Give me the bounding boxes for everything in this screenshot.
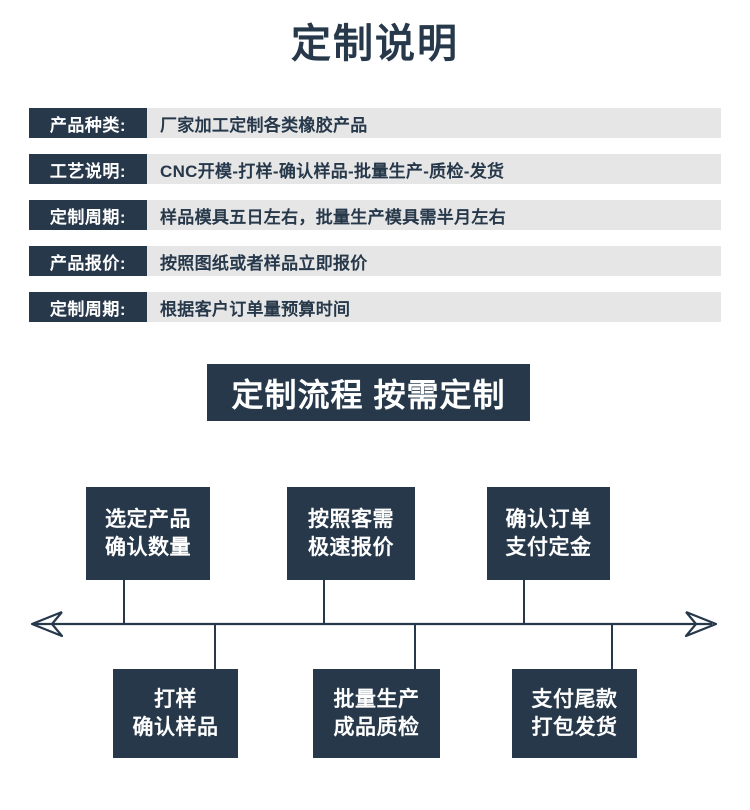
process-timeline: 选定产品 确认数量 按照客需 极速报价 确认订单 支付定金 打样 确认样品 批量… xyxy=(0,460,750,780)
step-box-bottom-3[interactable]: 支付尾款 打包发货 xyxy=(512,669,637,758)
page-title: 定制说明 xyxy=(291,22,459,66)
arrow-left-icon xyxy=(30,610,64,638)
spec-label: 产品报价: xyxy=(29,246,147,276)
spec-label: 工艺说明: xyxy=(29,154,147,184)
spec-label: 定制周期: xyxy=(29,292,147,322)
step-box-top-1[interactable]: 选定产品 确认数量 xyxy=(86,487,210,580)
flow-section-banner: 定制流程 按需定制 xyxy=(207,364,530,421)
step-line-2: 确认样品 xyxy=(132,715,219,739)
spec-label: 产品种类: xyxy=(29,108,147,138)
spec-value: 样品模具五日左右，批量生产模具需半月左右 xyxy=(160,207,506,227)
step-line-2: 打包发货 xyxy=(531,715,618,739)
table-row: 工艺说明: CNC开模-打样-确认样品-批量生产-质检-发货 xyxy=(29,154,721,184)
step-line-1: 批量生产 xyxy=(333,687,420,711)
step-line-2: 极速报价 xyxy=(308,535,394,559)
spec-value: CNC开模-打样-确认样品-批量生产-质检-发货 xyxy=(160,161,505,181)
step-line-2: 支付定金 xyxy=(505,535,592,559)
step-box-top-3[interactable]: 确认订单 支付定金 xyxy=(487,487,610,580)
spec-table: 产品种类: 厂家加工定制各类橡胶产品 工艺说明: CNC开模-打样-确认样品-批… xyxy=(29,108,721,338)
step-line-1: 按照客需 xyxy=(308,507,394,531)
step-line-1: 支付尾款 xyxy=(531,687,618,711)
step-line-1: 选定产品 xyxy=(105,507,191,531)
step-box-bottom-2[interactable]: 批量生产 成品质检 xyxy=(313,669,440,758)
step-line-1: 确认订单 xyxy=(505,507,592,531)
spec-label: 定制周期: xyxy=(29,200,147,230)
step-line-1: 打样 xyxy=(154,687,197,711)
step-box-bottom-1[interactable]: 打样 确认样品 xyxy=(113,669,238,758)
table-row: 定制周期: 根据客户订单量预算时间 xyxy=(29,292,721,322)
spec-value: 根据客户订单量预算时间 xyxy=(160,299,351,319)
spec-value: 厂家加工定制各类橡胶产品 xyxy=(160,115,368,135)
arrow-right-icon xyxy=(684,610,718,638)
table-row: 产品种类: 厂家加工定制各类橡胶产品 xyxy=(29,108,721,138)
spec-value: 按照图纸或者样品立即报价 xyxy=(160,253,368,273)
step-box-top-2[interactable]: 按照客需 极速报价 xyxy=(287,487,415,580)
table-row: 产品报价: 按照图纸或者样品立即报价 xyxy=(29,246,721,276)
step-line-2: 成品质检 xyxy=(333,715,420,739)
step-line-2: 确认数量 xyxy=(105,535,191,559)
table-row: 定制周期: 样品模具五日左右，批量生产模具需半月左右 xyxy=(29,200,721,230)
